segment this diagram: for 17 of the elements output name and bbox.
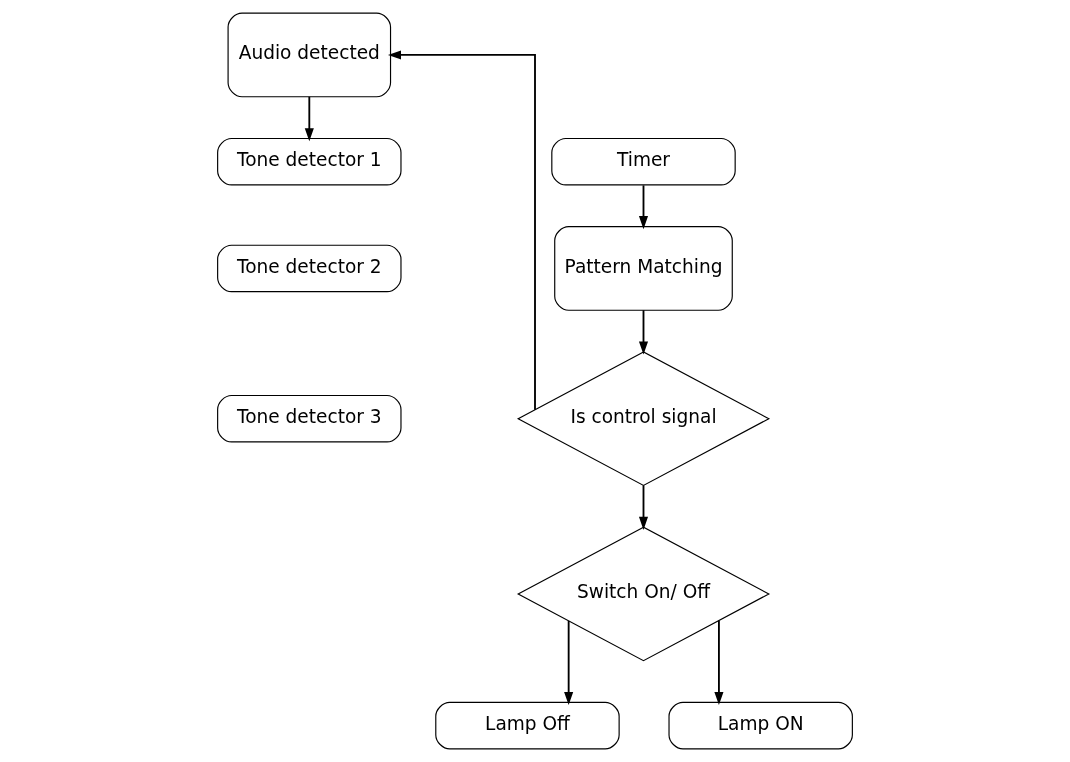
- node-box: Tone detector 1: [217, 137, 402, 186]
- node-diamond: Switch On/ Off: [516, 526, 771, 662]
- node-box: Audio detected: [227, 12, 392, 98]
- node-box: Tone detector 3: [217, 394, 402, 443]
- arrow: [714, 619, 724, 705]
- node-box: Timer: [551, 137, 736, 186]
- node-box: Lamp ON: [668, 701, 853, 750]
- node-box: Lamp Off: [435, 701, 620, 750]
- node-box: Pattern Matching: [554, 226, 733, 311]
- arrow: [304, 95, 314, 142]
- node-diamond: Is control signal: [516, 351, 771, 487]
- arrow: [638, 309, 649, 355]
- arrow: [387, 50, 536, 411]
- arrow: [564, 619, 574, 706]
- node-box: Tone detector 2: [217, 244, 402, 293]
- arrow: [638, 484, 649, 530]
- arrow: [638, 184, 649, 230]
